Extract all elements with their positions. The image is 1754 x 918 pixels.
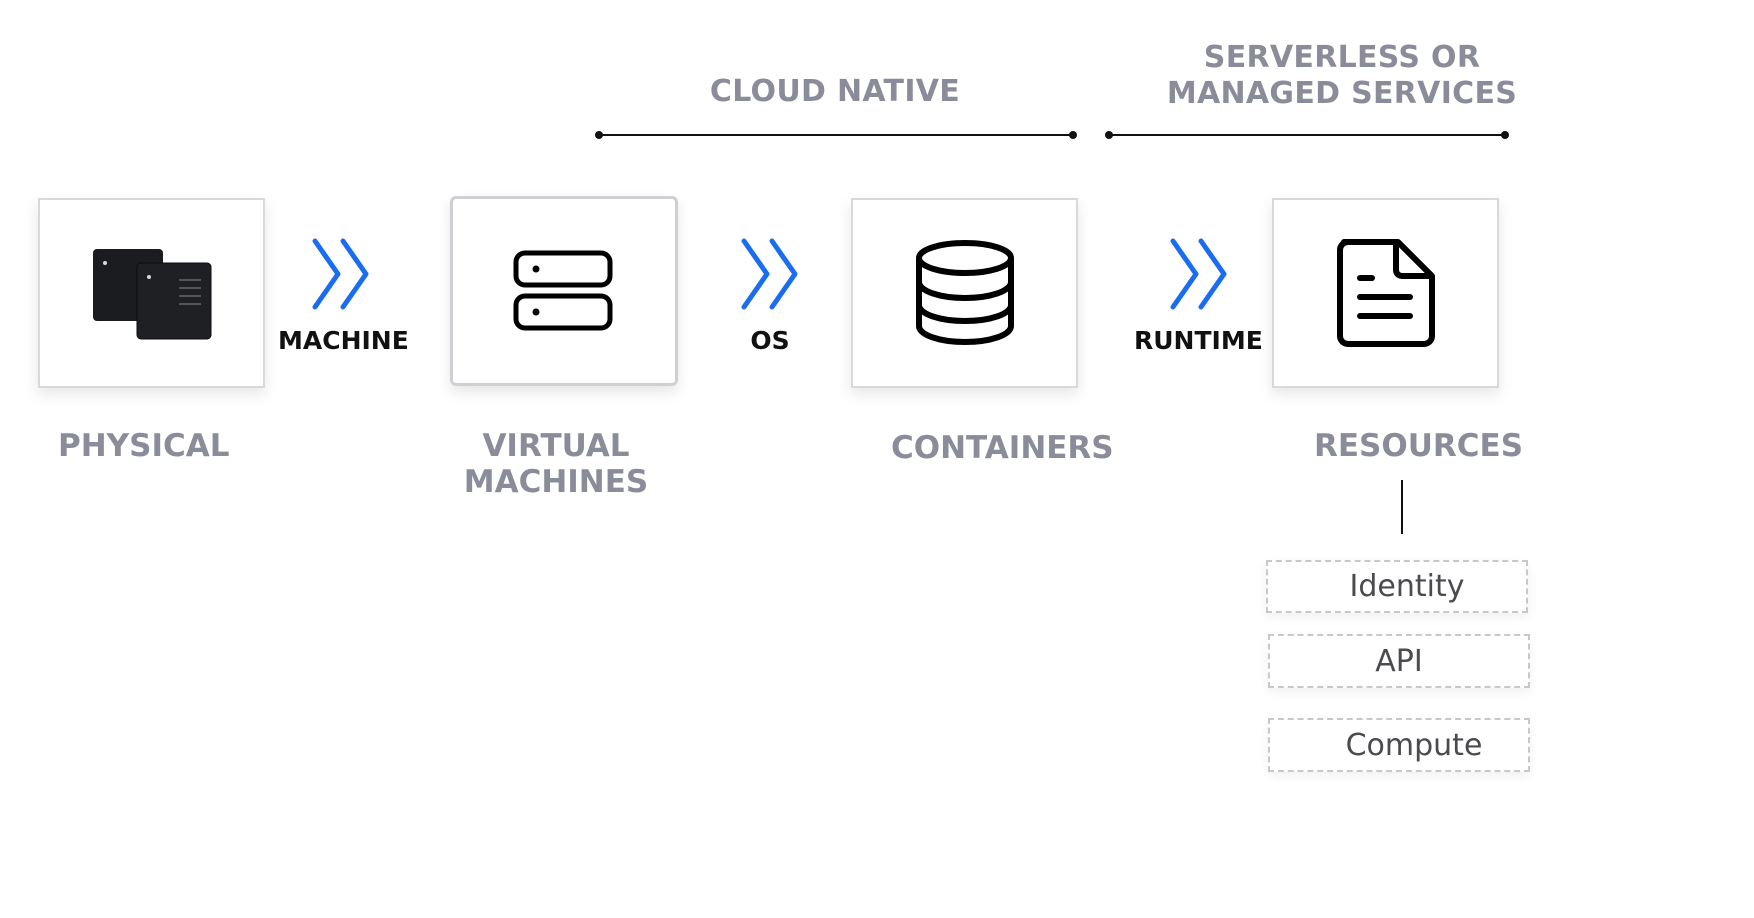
serverless-title-line2: MANAGED SERVICES	[1166, 76, 1518, 111]
bracket-dot	[1105, 131, 1113, 139]
resources-card	[1272, 198, 1499, 388]
database-icon	[915, 240, 1014, 346]
resource-api-label: API	[1375, 643, 1423, 679]
physical-label: PHYSICAL	[58, 428, 230, 464]
virtual-machines-label: VIRTUAL MACHINES	[450, 426, 662, 502]
serverless-title: SERVERLESS OR MANAGED SERVICES	[1150, 38, 1534, 114]
serverless-bracket	[1105, 131, 1509, 139]
document-icon	[1336, 239, 1435, 347]
serverless-title-line1: SERVERLESS OR	[1203, 40, 1481, 75]
server-hardware-icon	[92, 249, 211, 340]
runtime-transition-label: RUNTIME	[1134, 326, 1263, 355]
resource-identity-box: Identity	[1266, 560, 1528, 613]
resource-identity-label: Identity	[1349, 569, 1465, 604]
containers-card	[851, 198, 1078, 388]
machine-transition-label: MACHINE	[278, 326, 409, 355]
physical-card	[38, 198, 265, 388]
resource-api-box: API	[1268, 634, 1530, 688]
double-chevron-right-icon	[312, 238, 369, 310]
bracket-dot	[595, 131, 603, 139]
resources-label: RESOURCES	[1314, 428, 1524, 464]
os-transition-label: OS	[750, 326, 790, 355]
server-stack-icon	[513, 250, 613, 331]
virtual-machines-label-line1: VIRTUAL	[482, 428, 630, 464]
resource-compute-box: Compute	[1268, 718, 1530, 772]
bracket-dot	[1501, 131, 1509, 139]
virtual-machines-label-line2: MACHINES	[463, 464, 649, 500]
virtual-machines-card	[450, 196, 678, 386]
double-chevron-right-icon	[1170, 238, 1227, 310]
cloud-native-bracket	[595, 131, 1077, 139]
double-chevron-right-icon	[741, 238, 798, 310]
bracket-dot	[1069, 131, 1077, 139]
containers-label: CONTAINERS	[891, 430, 1114, 466]
cloud-native-title: CLOUD NATIVE	[709, 74, 961, 109]
resource-compute-label: Compute	[1345, 727, 1483, 763]
resources-connector	[1401, 480, 1403, 534]
